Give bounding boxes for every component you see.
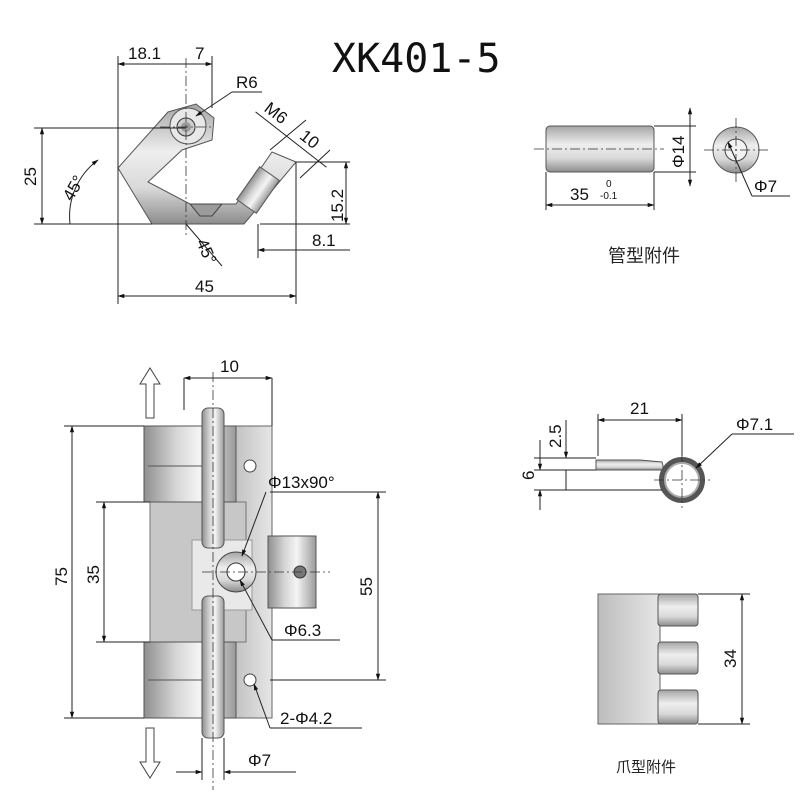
dim-18-1: 18.1 <box>128 44 161 63</box>
dim-8-1: 8.1 <box>312 231 336 250</box>
dim-21: 21 <box>630 399 649 418</box>
mount-hole-bottom <box>243 673 257 687</box>
dim-45: 45 <box>195 277 214 296</box>
dim-line-m6 <box>255 111 327 168</box>
leader-r6 <box>195 91 233 117</box>
mount-hole-top <box>243 459 257 473</box>
arrow-up-icon <box>139 367 161 419</box>
dim-75: 75 <box>52 567 71 586</box>
dim-diameter-7-tube: Φ7 <box>754 177 777 196</box>
dim-r6: R6 <box>236 73 258 92</box>
dim-35-front: 35 <box>84 565 103 584</box>
angle-line-45 <box>185 223 223 267</box>
dim-6-3: Φ6.3 <box>284 621 321 640</box>
tol-lower: -0.1 <box>600 191 618 202</box>
dim-15-2: 15.2 <box>328 189 347 222</box>
dim-55: 55 <box>357 577 376 596</box>
dim-10-top: 10 <box>296 126 323 153</box>
dim-45deg-bottom: 45° <box>192 236 220 267</box>
dim-m6-group: M6 10 <box>255 98 327 168</box>
leader-7 <box>727 141 753 197</box>
dim-45deg-left: 45° <box>59 172 88 204</box>
top-view: 18.1 7 R6 M6 10 25 45° 15.2 8.1 45° 45 <box>21 44 350 304</box>
countersink <box>188 203 224 217</box>
claw-knuckle-1 <box>657 593 699 627</box>
claw-knuckle-3 <box>657 689 699 725</box>
dim-10-front: 10 <box>220 357 239 376</box>
dim-7-front: Φ7 <box>248 751 271 770</box>
tube-body <box>545 125 655 173</box>
dim-2x4-2: 2-Φ4.2 <box>280 709 332 728</box>
dim-6: 6 <box>519 471 538 480</box>
leader-4-2 <box>253 683 271 729</box>
front-view: 10 75 35 55 Φ13x90° Φ6.3 2-Φ4.2 Φ7 <box>52 357 386 790</box>
dim-35-tube: 35 <box>570 185 589 204</box>
tube-caption: 管型附件 <box>608 246 680 267</box>
claw-plate <box>597 593 661 725</box>
leader-13x90 <box>241 491 267 557</box>
hook-body <box>595 459 665 471</box>
dim-diameter-14: Φ14 <box>669 136 688 168</box>
dim-34: 34 <box>721 649 740 668</box>
claw-knuckle-2 <box>657 641 699 675</box>
dim-2-5: 2.5 <box>546 424 565 448</box>
drawing-title: XK401-5 <box>332 36 501 82</box>
dim-m6: M6 <box>261 98 291 128</box>
tol-upper: 0 <box>606 179 612 190</box>
dim-7: 7 <box>195 44 204 63</box>
leader-7-1 <box>695 433 733 469</box>
claw-caption: 爪型附件 <box>616 758 676 776</box>
ext-m6 <box>269 119 307 151</box>
leader-6-3 <box>239 579 273 641</box>
threaded-boss <box>236 166 280 214</box>
hook-attachment: 21 2.5 6 Φ7.1 <box>519 399 794 510</box>
dim-25: 25 <box>21 167 40 186</box>
ext-m6-2 <box>299 149 331 179</box>
arrow-down-icon <box>139 727 161 779</box>
arc-45-left <box>69 159 99 225</box>
tube-attachment: Φ14 35 0 -0.1 Φ7 管型附件 <box>534 107 790 267</box>
dim-13x90: Φ13x90° <box>268 473 335 492</box>
claw-attachment: 34 爪型附件 <box>597 593 750 776</box>
dim-7-1: Φ7.1 <box>736 415 773 434</box>
